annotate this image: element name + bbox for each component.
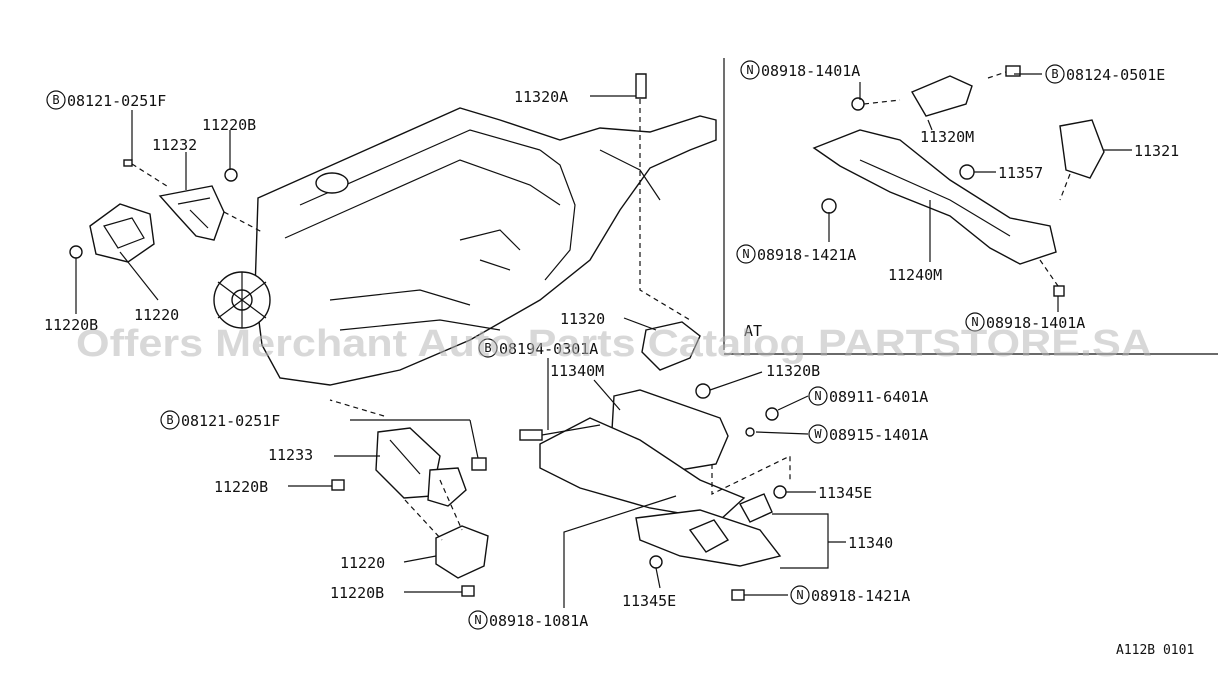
at-inset-parts bbox=[812, 65, 1105, 297]
label-11220b-mid: 11220B bbox=[214, 478, 268, 496]
callout-labels: B 08121-0251F 11220B 11232 11220 11220B … bbox=[44, 60, 1194, 658]
circle-marker-n bbox=[736, 244, 756, 264]
circle-marker-n bbox=[468, 610, 488, 630]
prefix-n-3: N bbox=[971, 315, 978, 329]
label-08915-1401a: 08915-1401A bbox=[829, 426, 928, 444]
label-08918-1421a-mid: 08918-1421A bbox=[757, 246, 856, 264]
circle-marker-b bbox=[160, 410, 180, 430]
label-08121-0251f-low: 08121-0251F bbox=[181, 412, 280, 430]
at-inset-frame bbox=[723, 58, 1218, 355]
prefix-n-6: N bbox=[474, 613, 481, 627]
center-lower-mount bbox=[329, 399, 489, 597]
left-engine-mount bbox=[69, 159, 263, 263]
label-11345e-bottom: 11345E bbox=[622, 592, 676, 610]
prefix-n-2: N bbox=[742, 247, 749, 261]
label-08918-1401a-top: 08918-1401A bbox=[761, 62, 860, 80]
circle-marker-w bbox=[808, 424, 828, 444]
label-11320m: 11320M bbox=[920, 128, 974, 146]
label-08918-1401a-mid: 08918-1401A bbox=[986, 314, 1085, 332]
circle-marker-n bbox=[790, 585, 810, 605]
label-11220-left: 11220 bbox=[134, 306, 179, 324]
watermark-text: Offers Merchant Auto Parts Catalog PARTS… bbox=[76, 323, 1152, 365]
label-11220b-top: 11220B bbox=[202, 116, 256, 134]
label-11232: 11232 bbox=[152, 136, 197, 154]
label-11340m: 11340M bbox=[550, 362, 604, 380]
label-11220b-left: 11220B bbox=[44, 316, 98, 334]
label-11220-low: 11220 bbox=[340, 554, 385, 572]
label-11321: 11321 bbox=[1134, 142, 1179, 160]
rear-mount-11320 bbox=[635, 73, 711, 399]
circle-marker-b bbox=[46, 90, 66, 110]
circle-marker-b bbox=[478, 338, 498, 358]
figure-code: A112B 0101 bbox=[1116, 643, 1194, 658]
label-11340: 11340 bbox=[848, 534, 893, 552]
prefix-b-3: B bbox=[484, 341, 491, 355]
label-11240m: 11240M bbox=[888, 266, 942, 284]
label-08121-0251f-top: 08121-0251F bbox=[67, 92, 166, 110]
label-08918-1421a-bottom: 08918-1421A bbox=[811, 587, 910, 605]
prefix-b-1: B bbox=[52, 93, 59, 107]
label-11320: 11320 bbox=[560, 310, 605, 328]
circle-marker-n bbox=[740, 60, 760, 80]
engine-transmission-assembly bbox=[213, 107, 717, 386]
label-08124-0501e: 08124-0501E bbox=[1066, 66, 1165, 84]
prefix-b-2: B bbox=[1051, 67, 1058, 81]
rear-crossmember bbox=[519, 389, 791, 601]
circle-marker-b bbox=[1045, 64, 1065, 84]
prefix-b-4: B bbox=[166, 413, 173, 427]
label-11320b: 11320B bbox=[766, 362, 820, 380]
circle-marker-n bbox=[808, 386, 828, 406]
label-at: AT bbox=[744, 322, 762, 340]
leader-lines bbox=[75, 73, 1132, 608]
label-11233: 11233 bbox=[268, 446, 313, 464]
label-11220b-low: 11220B bbox=[330, 584, 384, 602]
prefix-n-5: N bbox=[796, 588, 803, 602]
label-11320a: 11320A bbox=[514, 88, 568, 106]
prefix-w: W bbox=[814, 427, 822, 441]
prefix-n-4: N bbox=[814, 389, 821, 403]
label-11345e-right: 11345E bbox=[818, 484, 872, 502]
prefix-n-1: N bbox=[746, 63, 753, 77]
label-08918-1081a: 08918-1081A bbox=[489, 612, 588, 630]
label-08194-0301a: 08194-0301A bbox=[499, 340, 598, 358]
label-11357: 11357 bbox=[998, 164, 1043, 182]
circle-marker-n bbox=[965, 312, 985, 332]
label-08911-6401a: 08911-6401A bbox=[829, 388, 928, 406]
